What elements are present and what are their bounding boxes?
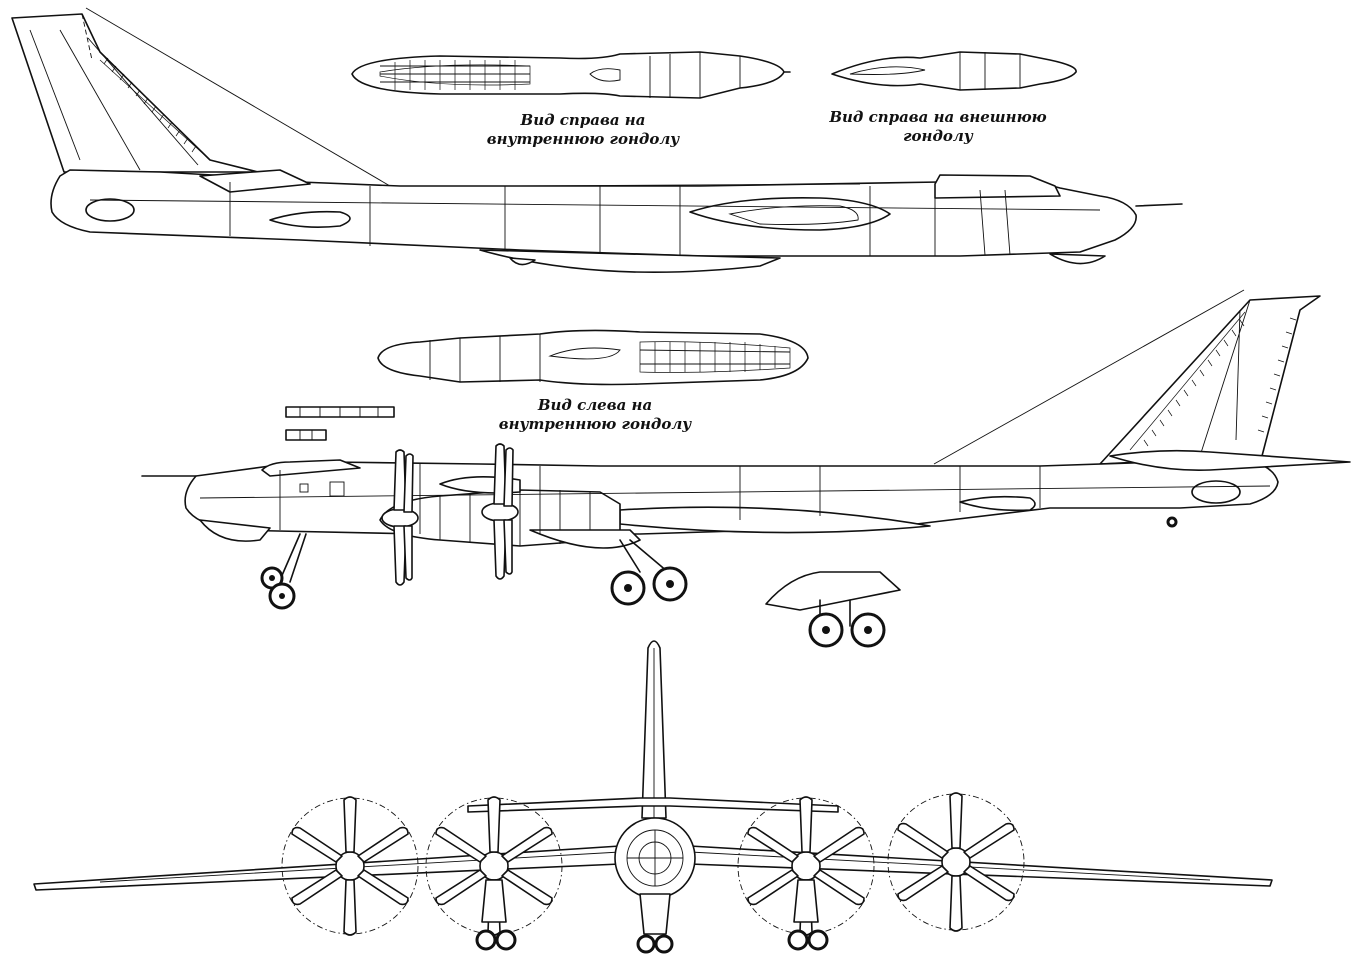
caption-right-outer-line2: гондолу bbox=[903, 127, 973, 145]
front-view bbox=[33, 640, 1273, 954]
caption-right-outer-line1: Вид справа на внешнюю bbox=[829, 108, 1047, 126]
caption-left-inner-line1: Вид слева на bbox=[537, 396, 653, 414]
nacelle-right-inner bbox=[351, 51, 791, 99]
side-view-right bbox=[11, 7, 1183, 274]
fuselage-top-view bbox=[50, 169, 1137, 257]
nacelle-right-outer bbox=[831, 51, 1077, 91]
vertical-tail-middle bbox=[1099, 295, 1321, 465]
propeller-inner-side bbox=[381, 449, 419, 586]
caption-right-inner-line2: внутреннюю гондолу bbox=[486, 130, 680, 148]
nose-landing-gear bbox=[260, 533, 307, 610]
caption-left-inner-nacelle: Вид слева на внутреннюю гондолу bbox=[490, 396, 700, 434]
nacelle-left-inner bbox=[377, 329, 809, 386]
vertical-tail-top bbox=[11, 13, 259, 173]
caption-right-inner-line1: Вид справа на bbox=[520, 111, 646, 129]
caption-right-inner-nacelle: Вид справа на внутреннюю гондолу bbox=[478, 111, 688, 149]
main-landing-gear bbox=[610, 539, 688, 606]
caption-left-inner-line2: внутреннюю гондолу bbox=[498, 415, 692, 433]
caption-right-outer-nacelle: Вид справа на внешнюю гондолу bbox=[828, 108, 1048, 146]
detail-strips bbox=[285, 406, 395, 441]
stabilizer-top-view bbox=[199, 169, 311, 193]
propeller-front-4 bbox=[887, 792, 1025, 932]
propeller-front-2 bbox=[425, 796, 563, 951]
propeller-front-3 bbox=[737, 796, 875, 951]
main-gear-detail bbox=[765, 571, 901, 648]
propeller-front-1 bbox=[281, 796, 419, 936]
side-view-left bbox=[141, 289, 1351, 610]
propeller-outer-side bbox=[481, 443, 519, 580]
